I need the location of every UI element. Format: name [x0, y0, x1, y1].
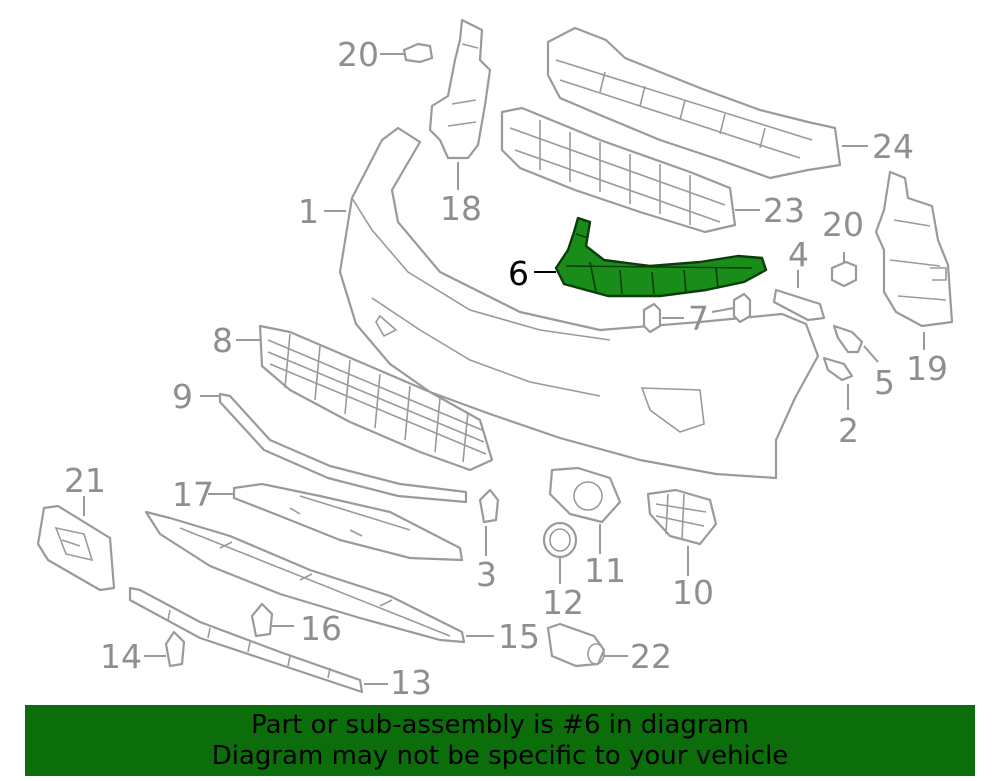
- part-9-molding[interactable]: [218, 392, 468, 504]
- part-11-fog-trim-left[interactable]: [548, 466, 622, 524]
- callout-21: 21: [64, 461, 106, 500]
- callout-13: 13: [390, 663, 432, 702]
- callout-6: 6: [508, 254, 529, 293]
- callout-5: 5: [874, 363, 895, 402]
- callout-11: 11: [584, 551, 626, 590]
- callout-18: 18: [440, 189, 482, 228]
- part-18-side-spacer[interactable]: [428, 18, 492, 160]
- banner-line-part: Part or sub-assembly is #6 in diagram: [251, 709, 749, 740]
- callout-1: 1: [298, 192, 319, 231]
- part-6-bumper-bracket[interactable]: [554, 216, 768, 298]
- part-4-clip[interactable]: [772, 288, 826, 322]
- fastener-3[interactable]: [478, 488, 500, 524]
- part-12-fog-cap[interactable]: [542, 521, 578, 559]
- callout-23: 23: [763, 191, 805, 230]
- callout-labels: 20 18 24 23 1 20 6 4 7 19 5 2 8 9 21 17 …: [64, 35, 948, 702]
- callout-leaders: [83, 53, 925, 685]
- fastener-7-left[interactable]: [642, 302, 662, 334]
- callout-8: 8: [212, 321, 233, 360]
- fastener-14[interactable]: [164, 630, 186, 668]
- callout-15: 15: [498, 617, 540, 656]
- callout-7: 7: [688, 299, 709, 338]
- part-10-fog-trim-right[interactable]: [646, 488, 718, 546]
- callout-3: 3: [476, 555, 497, 594]
- part-23-lower-absorber[interactable]: [500, 106, 737, 234]
- banner-line-disclaimer: Diagram may not be specific to your vehi…: [211, 740, 789, 771]
- callout-2: 2: [838, 411, 859, 450]
- callout-19: 19: [906, 349, 948, 388]
- fastener-16[interactable]: [250, 602, 274, 638]
- callout-9: 9: [172, 377, 193, 416]
- callout-20-right: 20: [822, 205, 864, 244]
- callout-10: 10: [672, 573, 714, 612]
- part-1-bumper-cover[interactable]: [338, 126, 820, 480]
- part-21-plate-bracket[interactable]: [36, 504, 116, 592]
- callout-4: 4: [788, 235, 809, 274]
- part-8-grille[interactable]: [258, 324, 494, 472]
- fastener-7-right[interactable]: [732, 292, 752, 324]
- part-17-splash-shield[interactable]: [232, 482, 464, 562]
- part-15-lower-shield[interactable]: [144, 510, 466, 644]
- callout-12: 12: [542, 583, 584, 622]
- callout-16: 16: [300, 609, 342, 648]
- fastener-5[interactable]: [832, 324, 864, 354]
- fastener-20-left[interactable]: [402, 42, 434, 64]
- callout-24: 24: [872, 127, 914, 166]
- callout-22: 22: [630, 637, 672, 676]
- callout-20-left: 20: [337, 35, 379, 74]
- part-22-sensor[interactable]: [546, 622, 606, 668]
- callout-14: 14: [100, 637, 142, 676]
- part-19-side-spacer[interactable]: [874, 170, 954, 328]
- fastener-20-right[interactable]: [830, 260, 858, 288]
- part-24-reinforcement-beam[interactable]: [546, 26, 842, 180]
- notice-banner: Part or sub-assembly is #6 in diagram Di…: [25, 705, 975, 776]
- callout-17: 17: [172, 475, 214, 514]
- fastener-2[interactable]: [822, 356, 854, 382]
- part-13-spoiler[interactable]: [128, 586, 364, 694]
- parts-diagram: 20 18 24 23 1 20 6 4 7 19 5 2 8 9 21 17 …: [36, 18, 954, 702]
